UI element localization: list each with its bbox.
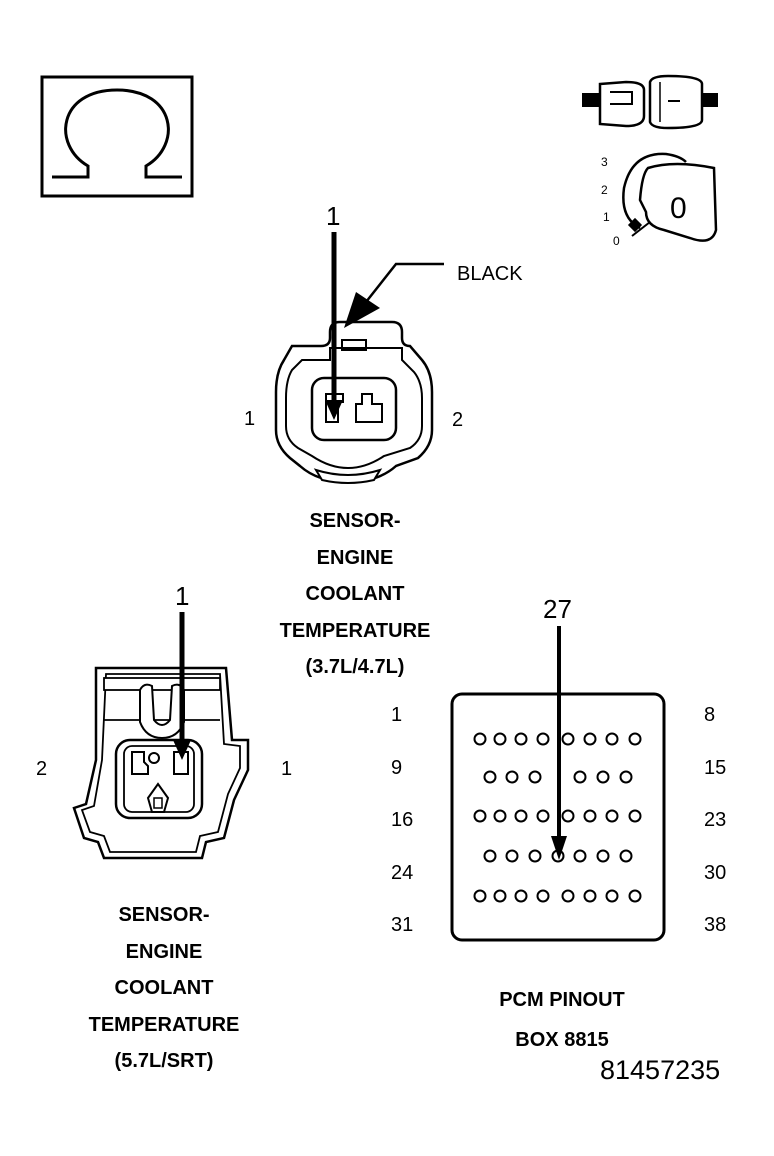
bottom-left-connector-pin-1-arrow xyxy=(173,612,191,760)
top-connector-caption: SENSOR- ENGINE COOLANT TEMPERATURE (3.7L… xyxy=(255,503,455,686)
pcm-pin xyxy=(514,732,528,746)
caption-line: SENSOR- xyxy=(118,904,210,926)
top-connector-left-pin: 1 xyxy=(244,408,256,430)
pcm-right-number: 38 xyxy=(704,914,727,936)
pcm-pin xyxy=(573,849,587,863)
caption-line: TEMPERATURE xyxy=(88,1013,240,1036)
pcm-right-number: 15 xyxy=(704,757,727,779)
pcm-pin xyxy=(619,849,633,863)
pcm-pin xyxy=(483,849,497,863)
pcm-left-number: 9 xyxy=(391,757,403,779)
key-position-2: 2 xyxy=(601,183,608,197)
pcm-left-number: 24 xyxy=(391,862,414,884)
pcm-caption: PCM PINOUT BOX 8815 xyxy=(462,980,662,1060)
caption-line: COOLANT xyxy=(305,583,405,605)
top-connector-pin-1-arrow xyxy=(325,232,343,420)
pcm-pin xyxy=(493,809,507,823)
pcm-pin xyxy=(514,809,528,823)
pcm-pin xyxy=(473,732,487,746)
pcm-pin xyxy=(573,770,587,784)
key-position-0: 0 xyxy=(613,234,620,248)
caption-line: SENSOR- xyxy=(309,510,401,532)
top-connector-drawing xyxy=(274,320,434,484)
key-label: 0 xyxy=(670,192,687,225)
pcm-pin xyxy=(514,889,528,903)
caption-line: BOX 8815 xyxy=(515,1029,609,1051)
pcm-pin xyxy=(473,889,487,903)
pcm-pin xyxy=(628,809,642,823)
pcm-pin xyxy=(596,770,610,784)
pcm-pin xyxy=(528,849,542,863)
pcm-pin xyxy=(619,770,633,784)
pcm-pin xyxy=(605,889,619,903)
pcm-pin xyxy=(505,770,519,784)
bottom-left-connector-callout-pin: 1 xyxy=(175,581,190,611)
pcm-right-number: 8 xyxy=(704,704,716,726)
pcm-pin xyxy=(605,732,619,746)
key-position-1: 1 xyxy=(603,210,610,224)
pcm-pin xyxy=(536,809,550,823)
key-position-3: 3 xyxy=(601,155,608,169)
top-connector-callout-pin: 1 xyxy=(326,201,341,231)
bottom-left-connector-caption: SENSOR- ENGINE COOLANT TEMPERATURE (5.7L… xyxy=(64,897,264,1080)
pcm-left-number: 1 xyxy=(391,704,403,726)
pcm-pin xyxy=(493,889,507,903)
pcm-right-number: 23 xyxy=(704,809,727,831)
caption-line: COOLANT xyxy=(114,977,214,999)
pcm-pin xyxy=(528,770,542,784)
pcm-pin xyxy=(561,889,575,903)
pcm-pin xyxy=(505,849,519,863)
pcm-pin xyxy=(473,809,487,823)
pcm-pin xyxy=(628,889,642,903)
bottom-left-connector-left-pin: 2 xyxy=(36,758,48,780)
disconnected-connector-icon xyxy=(582,74,718,130)
bottom-left-connector-drawing xyxy=(72,666,250,860)
bottom-left-connector-right-pin: 1 xyxy=(281,758,293,780)
pcm-left-number: 31 xyxy=(391,914,414,936)
pcm-left-number: 16 xyxy=(391,809,414,831)
pcm-pin-27-arrow xyxy=(551,626,567,860)
pcm-pin xyxy=(628,732,642,746)
top-connector-right-pin: 2 xyxy=(452,409,464,431)
pcm-right-number: 30 xyxy=(704,862,727,884)
caption-line: (5.7L/SRT) xyxy=(114,1050,214,1072)
pcm-pin xyxy=(483,770,497,784)
pcm-callout-pin: 27 xyxy=(543,594,572,624)
pcm-pin xyxy=(596,849,610,863)
pcm-pin xyxy=(583,889,597,903)
caption-line: ENGINE xyxy=(125,940,203,963)
document-number: 81457235 xyxy=(600,1055,721,1085)
pcm-pin xyxy=(536,732,550,746)
pcm-pin xyxy=(561,809,575,823)
pcm-pin xyxy=(561,732,575,746)
caption-line: (3.7L/4.7L) xyxy=(305,656,405,678)
pcm-pin xyxy=(493,732,507,746)
caption-line: TEMPERATURE xyxy=(279,619,431,642)
pcm-pin xyxy=(583,732,597,746)
black-color-leader-arrow xyxy=(344,262,444,328)
pcm-pin xyxy=(583,809,597,823)
top-connector-color-label: BLACK xyxy=(457,263,523,285)
caption-line: ENGINE xyxy=(316,546,394,569)
pcm-pin xyxy=(605,809,619,823)
ignition-key-icon xyxy=(622,152,718,242)
caption-line: PCM PINOUT xyxy=(499,989,625,1011)
pcm-pin xyxy=(536,889,550,903)
ohmmeter-icon xyxy=(40,75,194,198)
